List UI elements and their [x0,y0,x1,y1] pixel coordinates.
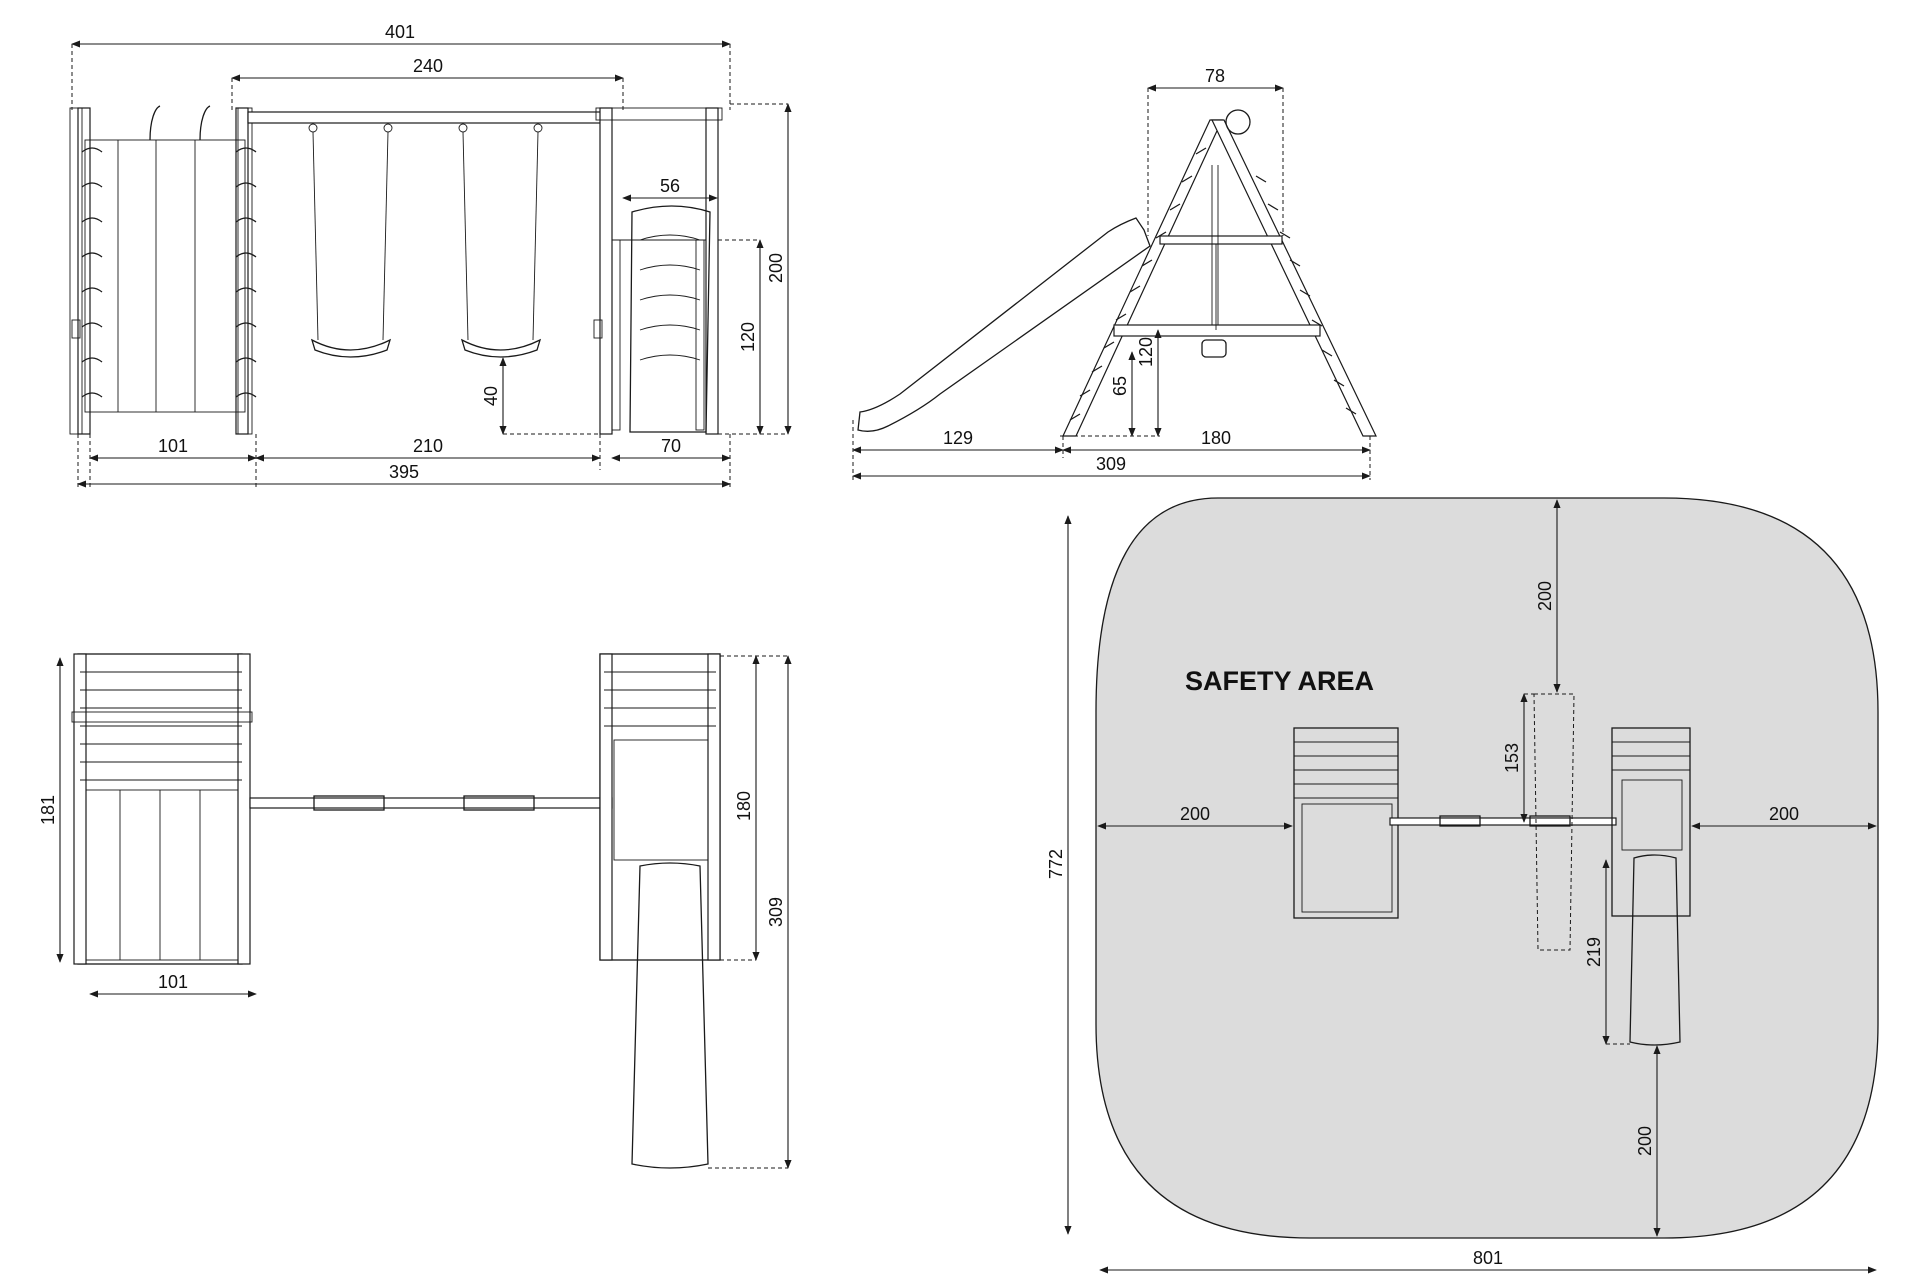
dim-safety-bottom: 200 [1635,1126,1655,1156]
dim-top-depth-left: 181 [38,795,58,825]
dim-overall-bottom: 395 [389,462,419,482]
a-frame [1062,109,1377,437]
dim-beam: 240 [413,56,443,76]
safety-area-zone [1095,497,1879,1239]
safety-view: SAFETY AREA 200 153 200 200 [1046,497,1879,1274]
front-dimensions: 401 240 56 200 120 40 101 210 [71,22,792,490]
swing-seat-left [308,123,393,358]
climb-tower-top [71,653,253,965]
slide-tower-front [593,107,723,435]
slide-tower-top [599,653,721,1169]
climbing-grips [81,147,257,398]
dim-top-overall-right: 309 [766,897,786,927]
side-view: 78 120 65 129 180 309 [852,66,1377,480]
top-view: 181 101 180 309 [38,653,792,1169]
dim-safety-slide-length: 219 [1584,937,1604,967]
dim-seat-height: 40 [481,386,501,406]
dim-side-overall: 309 [1096,454,1126,474]
dim-slide-width: 56 [660,176,680,196]
dim-swing-span: 210 [413,436,443,456]
top-dimensions: 181 101 180 309 [38,655,792,1169]
dim-climb-width: 101 [158,436,188,456]
dim-side-top: 78 [1205,66,1225,86]
side-dimensions: 78 120 65 129 180 309 [852,66,1371,480]
front-view: 401 240 56 200 120 40 101 210 [69,22,792,490]
dim-overall-top: 401 [385,22,415,42]
dim-top-depth-right: 180 [734,791,754,821]
climbing-tower-front [69,105,257,435]
dim-safety-swing-depth: 153 [1502,743,1522,773]
dim-slide-run: 129 [943,428,973,448]
top-swing-right [463,795,535,811]
dim-a-frame-base: 180 [1201,428,1231,448]
dim-safety-width: 801 [1473,1248,1503,1268]
safety-area-label: SAFETY AREA [1185,666,1374,696]
safety-dimensions: 200 153 200 200 219 200 772 801 [1046,499,1877,1274]
dim-platform-height: 120 [738,322,758,352]
dim-safety-height: 772 [1046,849,1066,879]
dim-height-total: 200 [766,253,786,283]
top-beam [249,797,613,809]
swing-beam [247,111,609,124]
swing-seat-right [458,123,543,358]
dim-slide-base: 70 [661,436,681,456]
safety-equipment [1293,693,1691,1046]
dim-top-width-left: 101 [158,972,188,992]
dim-safety-left: 200 [1180,804,1210,824]
dim-safety-top: 200 [1535,581,1555,611]
side-slide [857,217,1151,432]
dim-side-platform: 120 [1136,337,1156,367]
dim-safety-right: 200 [1769,804,1799,824]
dim-side-ladder: 65 [1110,376,1130,396]
top-swing-left [313,795,385,811]
